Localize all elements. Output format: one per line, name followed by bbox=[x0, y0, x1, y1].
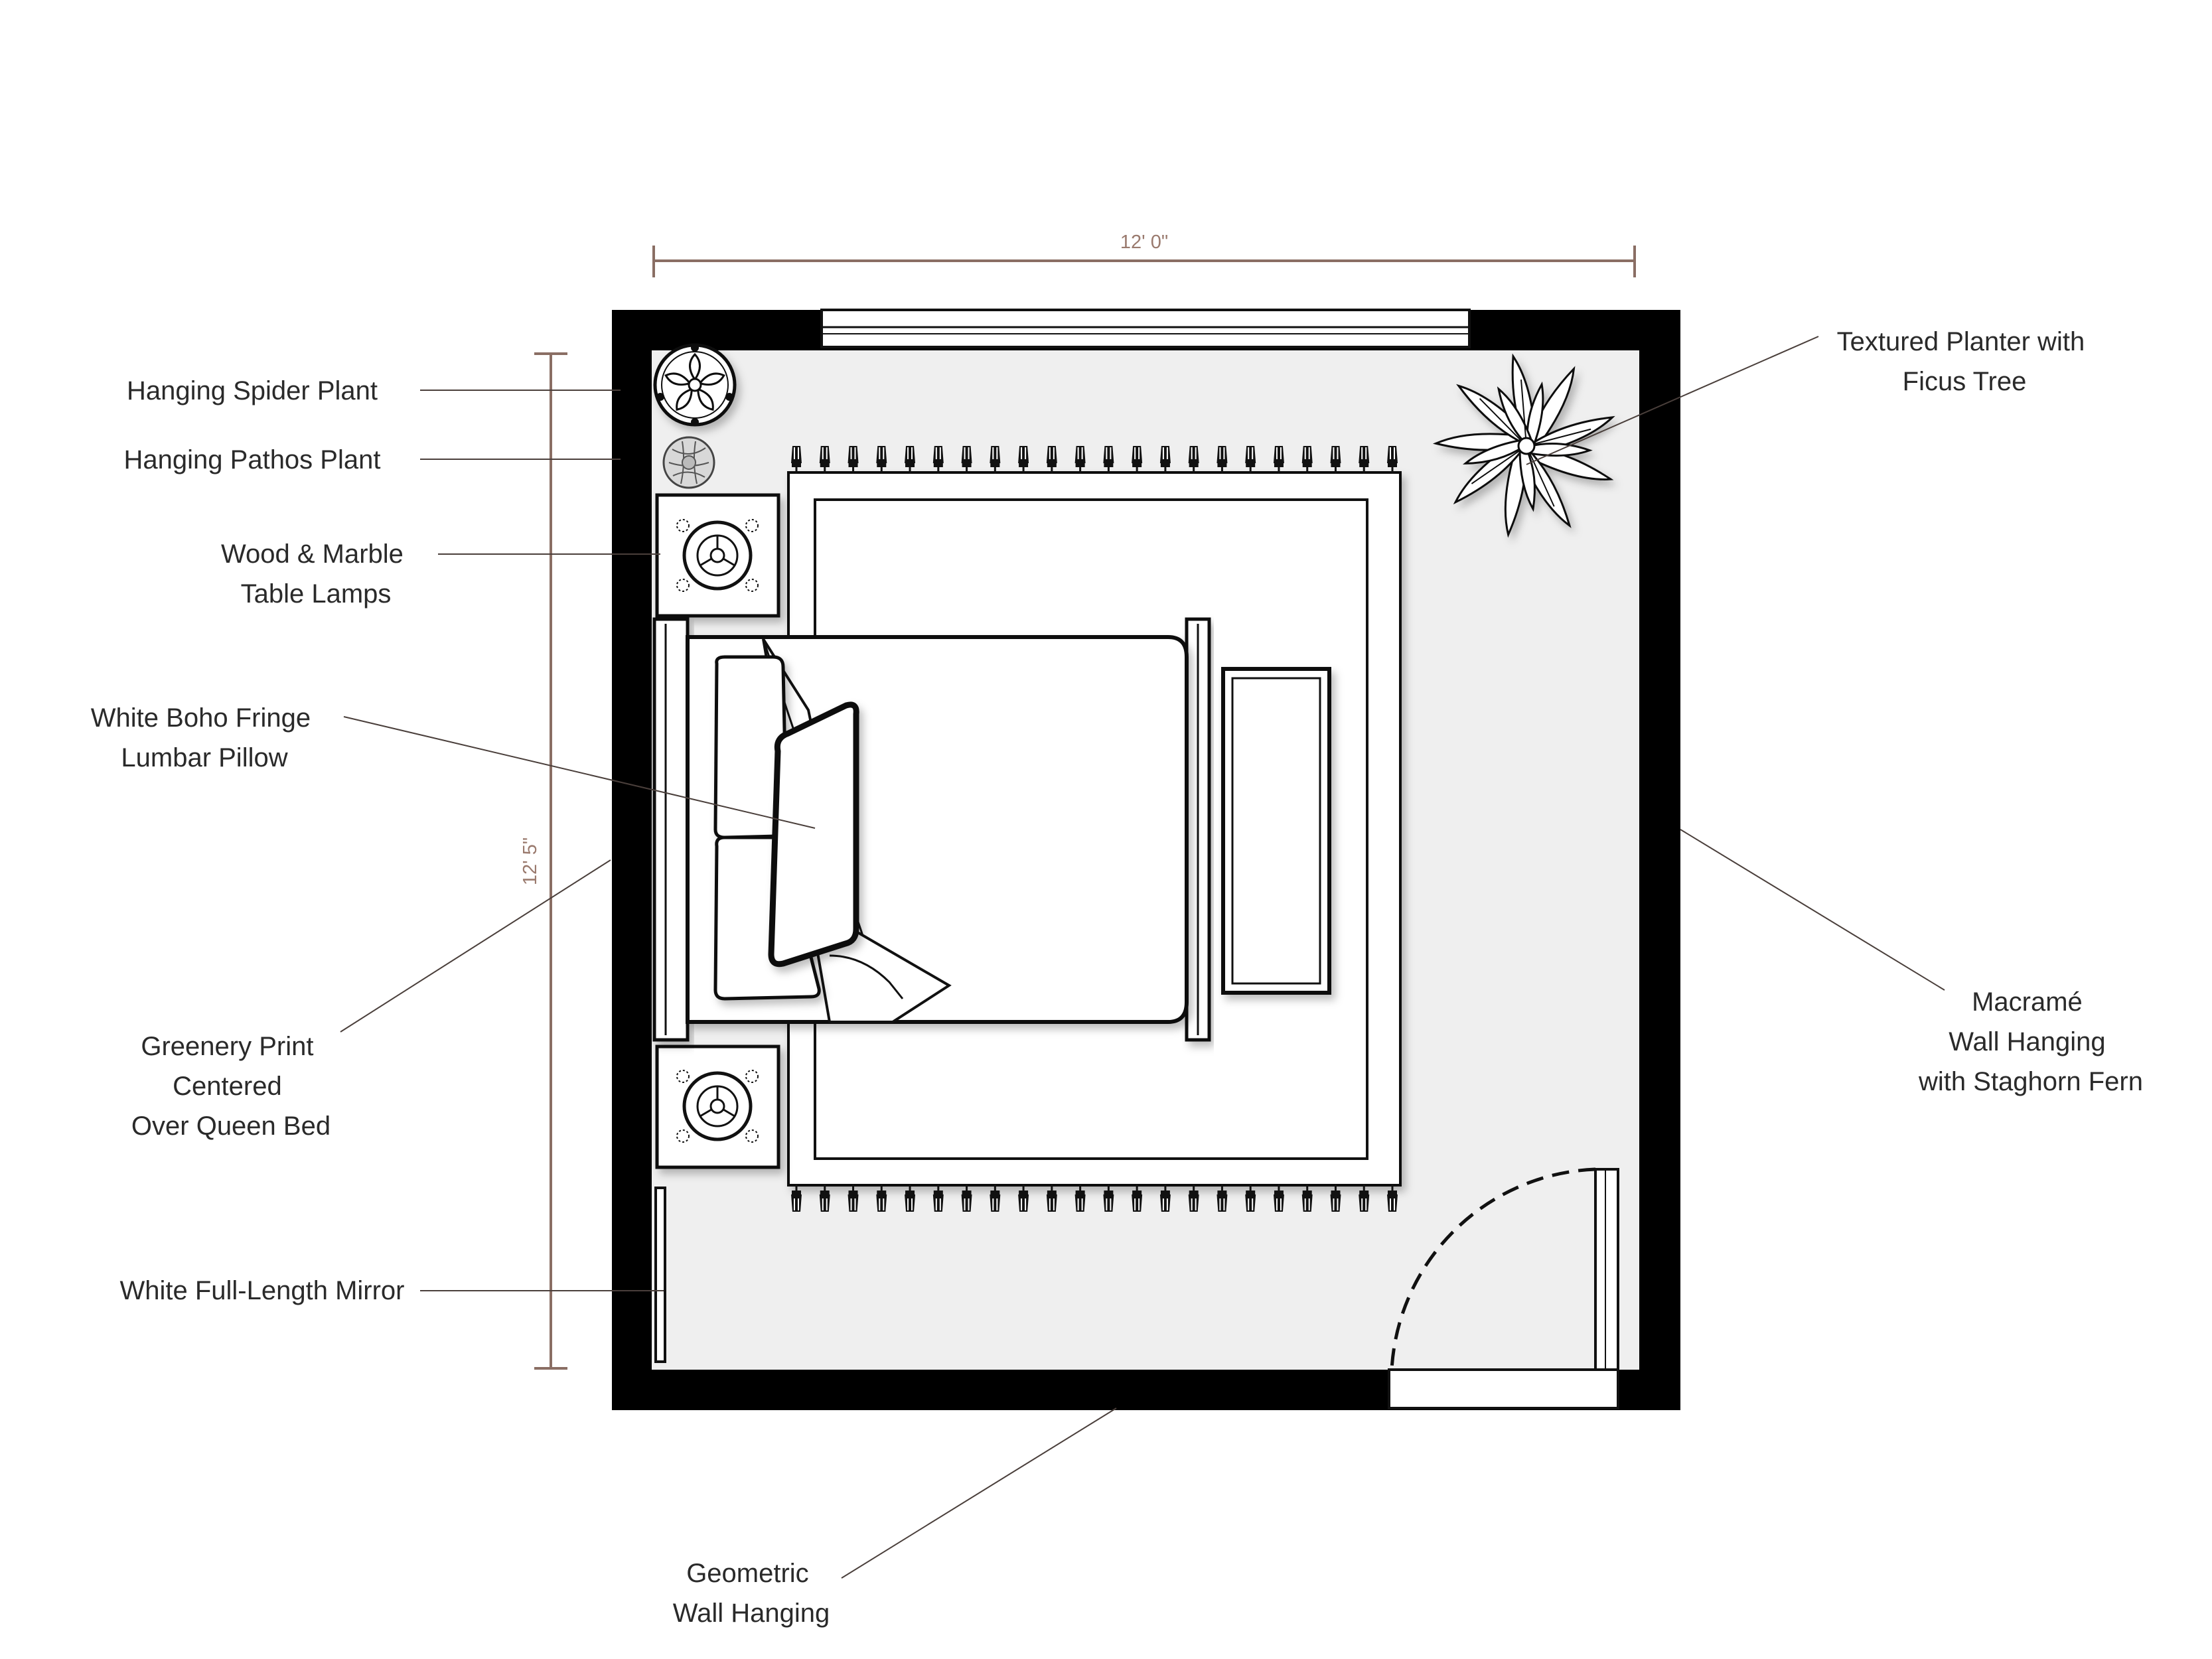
labels: Hanging Spider Plant Hanging Pathos Plan… bbox=[91, 327, 2143, 1628]
depth-dimension-label: 12' 5" bbox=[520, 837, 541, 885]
queen-bed bbox=[652, 617, 1211, 1042]
door-threshold bbox=[1388, 1368, 1619, 1409]
label-geometric-hanging: Geometric Wall Hanging bbox=[673, 1559, 830, 1628]
bench bbox=[1221, 667, 1331, 995]
table-lamp-bottom bbox=[676, 1070, 759, 1143]
width-dimension-label: 12' 0" bbox=[1120, 232, 1168, 253]
label-ficus: Textured Planter with Ficus Tree bbox=[1837, 327, 2093, 396]
window bbox=[820, 309, 1471, 348]
label-lumbar-pillow: White Boho Fringe Lumbar Pillow bbox=[91, 703, 318, 772]
spider-plant bbox=[653, 343, 737, 427]
table-lamp-top bbox=[676, 519, 759, 592]
label-pathos-plant: Hanging Pathos Plant bbox=[124, 445, 381, 474]
headboard bbox=[652, 617, 690, 1042]
leader-lines bbox=[340, 336, 1945, 1579]
door[interactable] bbox=[1388, 1167, 1619, 1409]
depth-dimension: 12' 5" bbox=[520, 352, 567, 1370]
lumbar-pillow bbox=[768, 701, 859, 968]
full-length-mirror bbox=[654, 1187, 666, 1363]
pathos-plant bbox=[662, 436, 715, 489]
door-leaf[interactable] bbox=[1594, 1168, 1619, 1371]
door-swing-arc bbox=[1390, 1167, 1596, 1370]
width-dimension: 12' 0" bbox=[652, 232, 1636, 277]
label-greenery-print: Greenery Print Centered Over Queen Bed bbox=[131, 1032, 331, 1141]
label-macrame: Macramé Wall Hanging with Staghorn Fern bbox=[1918, 987, 2143, 1096]
nightstand-top bbox=[655, 493, 780, 618]
label-spider-plant: Hanging Spider Plant bbox=[127, 376, 378, 405]
nightstand-bottom bbox=[655, 1045, 780, 1169]
label-table-lamps: Wood & Marble Table Lamps bbox=[221, 540, 411, 609]
label-mirror: White Full-Length Mirror bbox=[119, 1276, 404, 1305]
